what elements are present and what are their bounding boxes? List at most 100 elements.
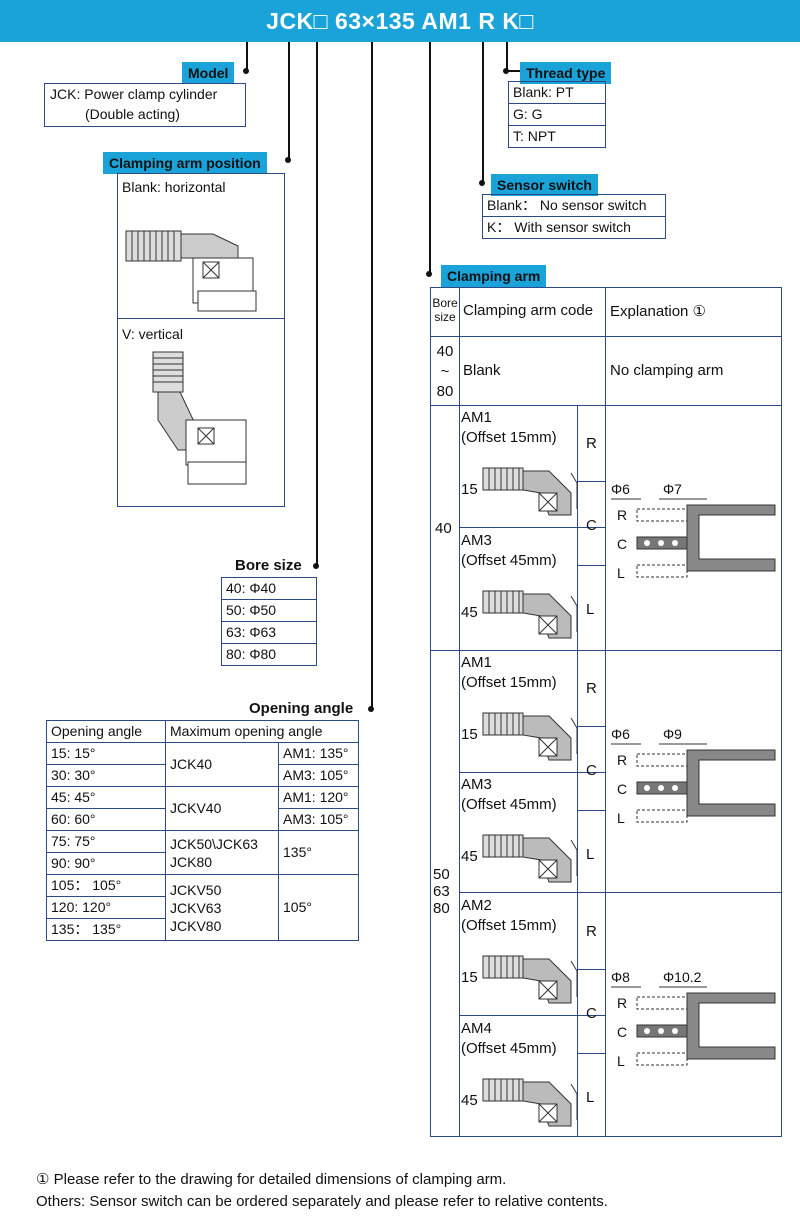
rcl-letter: C <box>586 517 597 534</box>
dim-a: Φ6 <box>611 726 630 742</box>
arm-cell: AM1(Offset 15mm)15 <box>459 650 578 770</box>
bore-row: 80: Φ80 <box>221 643 317 666</box>
arm-cell: AM3 (Offset 45mm) 45 <box>459 772 578 892</box>
leader-sensor <box>482 42 484 182</box>
rcl-mini: L <box>617 810 625 826</box>
arm-offset: (Offset 15mm) <box>461 917 557 934</box>
dim-a: Φ8 <box>611 969 630 985</box>
arm-code: AM4 <box>461 1020 492 1037</box>
bore-row: 63: Φ63 <box>221 621 317 644</box>
opening-dot <box>368 706 374 712</box>
arm-drawing <box>482 590 578 639</box>
horizontal-label: Blank: horizontal <box>122 179 226 195</box>
arm-offset: (Offset 45mm) <box>461 552 557 569</box>
thread-connector <box>506 70 521 72</box>
arm-angle: 45 <box>461 848 478 865</box>
opening-col1: Opening angle <box>46 720 166 743</box>
angle-cell: 30: 30° <box>46 764 166 787</box>
group-cell: JCKV50 JCKV63 JCKV80 <box>165 874 279 941</box>
arm-angle: 15 <box>461 481 478 498</box>
arm-position-header: Clamping arm position <box>103 152 267 174</box>
horizontal-clamp-drawing <box>125 230 257 312</box>
rcl-mini: R <box>617 752 628 768</box>
arm-angle: 15 <box>461 969 478 986</box>
model-line2: (Double acting) <box>85 106 180 122</box>
rcl-letter: C <box>586 762 597 779</box>
arm-drawing <box>482 834 578 883</box>
thread-header: Thread type <box>520 62 612 84</box>
angle-cell: 105： 105° <box>46 874 166 897</box>
angle-cell: 90: 90° <box>46 852 166 875</box>
arm-cell: AM2(Offset 15mm)15 <box>459 893 578 1013</box>
max-cell: AM3: 105° <box>278 808 359 831</box>
arm-code: AM1 <box>461 409 492 426</box>
bore-40: 40 <box>435 520 452 537</box>
max-cell: AM1: 120° <box>278 786 359 809</box>
bore-dot <box>313 563 319 569</box>
vertical-clamp-drawing <box>152 351 247 485</box>
model-dot <box>243 68 249 74</box>
leader-model <box>246 42 248 72</box>
max-cell: AM3: 105° <box>278 764 359 787</box>
sensor-row: K： With sensor switch <box>482 216 666 239</box>
rcl-letter: L <box>586 846 595 863</box>
arm-code: AM3 <box>461 776 492 793</box>
arm-drawing <box>482 467 578 516</box>
fork-svg <box>611 986 776 1066</box>
clamping-arm-dot <box>426 271 432 277</box>
thread-row: G: G <box>508 103 606 126</box>
sensor-table: Blank： No sensor switch K： With sensor s… <box>482 194 666 239</box>
leader-opening <box>371 42 373 708</box>
opening-table: Opening angle Maximum opening angle 15: … <box>46 720 359 941</box>
clamping-arm-header: Clamping arm <box>441 265 547 287</box>
arm-position-box: Blank: horizontal V: vertical <box>117 173 285 507</box>
dim-b: Φ10.2 <box>663 969 702 985</box>
angle-cell: 75: 75° <box>46 830 166 853</box>
leader-clamping-arm <box>429 42 431 274</box>
arm-offset: (Offset 45mm) <box>461 796 557 813</box>
opening-col2: Maximum opening angle <box>165 720 359 743</box>
arm-position-dot <box>285 157 291 163</box>
thread-row: T: NPT <box>508 125 606 148</box>
dim-b: Φ9 <box>663 726 682 742</box>
bore-row: 50: Φ50 <box>221 599 317 622</box>
rcl-mini: L <box>617 565 625 581</box>
group-cell: JCK40 <box>165 742 279 787</box>
bore-50-63-80: 50 63 80 <box>433 866 450 917</box>
arm-offset: (Offset 45mm) <box>461 1040 557 1057</box>
title-banner: JCK□ 63×135 AM1 R K□ <box>0 0 800 42</box>
angle-cell: 45: 45° <box>46 786 166 809</box>
angle-cell: 135： 135° <box>46 918 166 941</box>
opening-header: Opening angle <box>249 700 354 717</box>
model-line1: JCK: Power clamp cylinder <box>50 86 218 102</box>
arm-drawing <box>482 955 578 1004</box>
model-header: Model <box>182 62 235 84</box>
angle-cell: 15: 15° <box>46 742 166 765</box>
model-box: JCK: Power clamp cylinder (Double acting… <box>44 83 246 127</box>
group-cell: JCKV40 <box>165 786 279 831</box>
row-blank-code: Blank <box>463 362 501 379</box>
arm-code: AM1 <box>461 654 492 671</box>
thread-row: Blank: PT <box>508 81 606 104</box>
arm-cell: AM4(Offset 45mm)45 <box>459 1016 578 1136</box>
note-2: Others: Sensor switch can be ordered sep… <box>36 1193 608 1210</box>
arm-angle: 45 <box>461 604 478 621</box>
sensor-row: Blank： No sensor switch <box>482 194 666 217</box>
dim-b: Φ7 <box>663 481 682 497</box>
rcl-letter: L <box>586 601 595 618</box>
bore-row: 40: Φ40 <box>221 577 317 600</box>
row-blank-bore: 40 ~ 80 <box>431 336 460 410</box>
arm-code: AM3 <box>461 532 492 549</box>
rcl-mini: R <box>617 507 628 523</box>
dim-a: Φ6 <box>611 481 630 497</box>
leader-arm-position <box>288 42 290 160</box>
angle-cell: 120: 120° <box>46 896 166 919</box>
arm-offset: (Offset 15mm) <box>461 429 557 446</box>
rcl-letter: R <box>586 923 597 940</box>
leader-bore <box>316 42 318 564</box>
note-1: ① Please refer to the drawing for detail… <box>36 1171 507 1188</box>
sensor-dot <box>479 180 485 186</box>
fork-svg <box>611 743 776 823</box>
